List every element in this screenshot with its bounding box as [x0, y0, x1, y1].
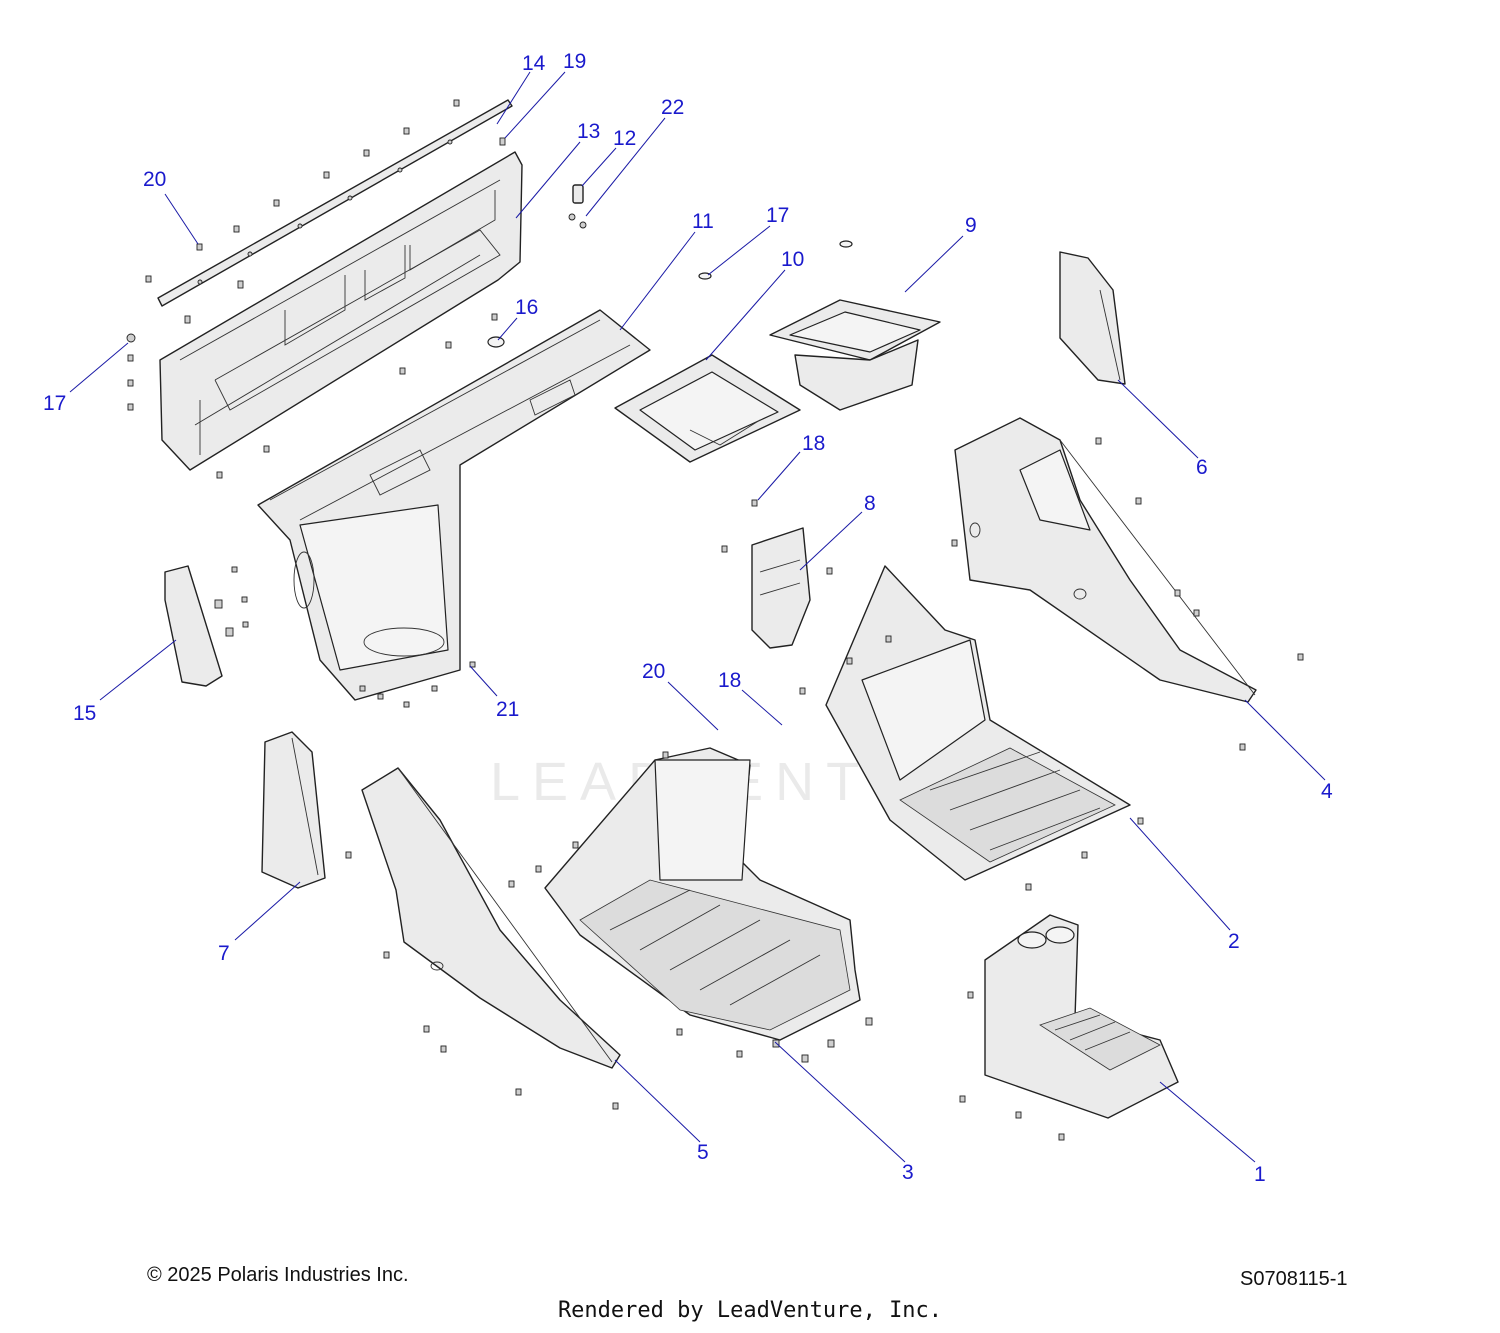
fasteners-1 [959, 991, 1065, 1141]
callout-15: 15 [73, 702, 96, 725]
callout-3: 3 [902, 1161, 914, 1184]
leader-lines [69, 71, 1326, 1163]
fasteners-bulkhead [359, 661, 476, 708]
part-9-storage-bin [769, 240, 941, 411]
part-4-right-side [954, 417, 1257, 703]
part-6-side-panel [1059, 251, 1126, 385]
part-10-tray [614, 272, 801, 463]
part-13-rear-panel [159, 151, 523, 471]
callout-6: 6 [1196, 456, 1208, 479]
copyright-text: © 2025 Polaris Industries Inc. [147, 1264, 409, 1286]
exploded-view-drawing: LEADVENTURE [43, 50, 1333, 1186]
callout-17-top: 17 [766, 204, 789, 227]
part-7-left-panel [261, 731, 352, 889]
part-1-center-console [984, 914, 1179, 1119]
fasteners-3 [508, 751, 873, 1063]
callout-5: 5 [697, 1141, 709, 1164]
fasteners-rear-panel [126, 99, 506, 479]
fasteners-5 [383, 951, 619, 1110]
part-15-pad [164, 565, 223, 687]
callout-2: 2 [1228, 930, 1240, 953]
fasteners-15 [214, 566, 249, 637]
callout-20-mid: 20 [642, 660, 665, 683]
callout-14: 14 [522, 52, 546, 75]
fasteners-4 [951, 437, 1304, 751]
callout-8: 8 [864, 492, 876, 515]
callout-22: 22 [661, 96, 684, 119]
callout-9: 9 [965, 214, 977, 237]
callout-19: 19 [563, 50, 586, 73]
part-3-left-floor [544, 747, 861, 1041]
callout-7: 7 [218, 942, 230, 965]
part-16-plug [487, 336, 505, 348]
part-14-strip [157, 99, 513, 307]
callout-10: 10 [781, 248, 804, 271]
callout-17-left: 17 [43, 392, 66, 415]
callout-4: 4 [1321, 780, 1333, 803]
callout-21: 21 [496, 698, 519, 721]
callout-20-top: 20 [143, 168, 166, 191]
callout-13: 13 [577, 120, 600, 143]
callout-1: 1 [1254, 1163, 1266, 1186]
drawing-number: S0708115-1 [1240, 1268, 1348, 1290]
callouts: 14 19 22 13 12 20 11 17 10 9 16 17 18 6 … [43, 50, 1333, 1186]
callout-18-mid: 18 [718, 669, 741, 692]
part-11-bulkhead [257, 309, 651, 701]
rendered-by-text: Rendered by LeadVenture, Inc. [557, 1298, 943, 1323]
callout-18-top: 18 [802, 432, 825, 455]
part-8-bracket [721, 499, 833, 649]
callout-11: 11 [692, 210, 714, 233]
part-12-clip [568, 184, 587, 229]
part-2-right-floor [825, 565, 1131, 881]
callout-12: 12 [613, 127, 636, 150]
callout-16: 16 [515, 296, 538, 319]
fasteners-2 [799, 635, 1144, 891]
